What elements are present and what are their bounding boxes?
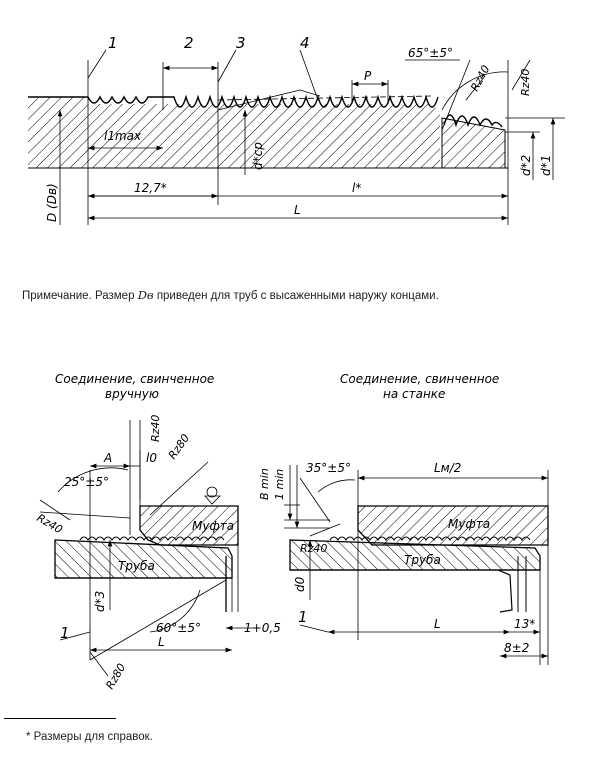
coupling-label-right: Муфта bbox=[448, 517, 490, 531]
left-connection-drawing: Соединение, свинченное вручную Rz4 bbox=[35, 372, 281, 692]
angle-60: 60°±5° bbox=[156, 621, 201, 635]
pipe-body bbox=[28, 97, 440, 168]
dim-L-right: L bbox=[434, 617, 441, 631]
note-symbol: Dв bbox=[137, 288, 154, 302]
leader-1-right: 1 bbox=[298, 608, 308, 626]
dim-12-7: 12,7* bbox=[134, 181, 167, 195]
B-min: B min bbox=[258, 468, 271, 500]
dim-13: 13* bbox=[514, 617, 535, 631]
angle-65: 65°±5° bbox=[408, 46, 453, 60]
left-title-2: вручную bbox=[105, 387, 159, 401]
footnote: * Размеры для справок. bbox=[26, 731, 153, 743]
rz40-right: Rz40 bbox=[300, 542, 327, 555]
roughness-label: Rz40 bbox=[468, 63, 492, 93]
dim-8: 8±2 bbox=[504, 641, 529, 655]
footnote-divider bbox=[4, 718, 116, 719]
d3-label: d*3 bbox=[93, 591, 107, 612]
pipe-body bbox=[54, 539, 233, 579]
d2-label: d*2 bbox=[519, 155, 533, 176]
dim-Lm2: Lм/2 bbox=[434, 461, 461, 475]
dim-l: l* bbox=[352, 181, 361, 195]
leader-4: 4 bbox=[300, 34, 310, 52]
roughness-label-2: Rz40 bbox=[519, 69, 532, 96]
leader-1-left: 1 bbox=[60, 624, 70, 642]
rz40-top: Rz40 bbox=[149, 415, 162, 442]
pipe-label: Труба bbox=[118, 559, 155, 573]
right-connection-drawing: Соединение, свинченное на станке 35°±5° … bbox=[258, 372, 549, 665]
tol-1-0-5: 1+0,5 bbox=[244, 621, 281, 635]
top-thread-drawing: 1 2 3 4 65°±5° Rz40 Rz40 P l1max d*cp d*… bbox=[28, 34, 565, 225]
d0-label: d0 bbox=[293, 576, 307, 592]
note-suffix: приведен для труб с высаженными наружу к… bbox=[156, 290, 439, 302]
dim-A: A bbox=[103, 451, 112, 465]
rz40-left: Rz40 bbox=[35, 511, 65, 536]
pipe-end bbox=[441, 117, 506, 169]
pitch-label: P bbox=[364, 69, 372, 83]
thread-profile bbox=[87, 94, 439, 108]
angle-25: 25°±5° bbox=[64, 475, 109, 489]
coupling-label: Муфта bbox=[192, 519, 234, 533]
leader-2: 2 bbox=[184, 34, 194, 52]
note-prefix: Примечание. Размер bbox=[22, 290, 135, 302]
one-min: 1 min bbox=[273, 469, 286, 500]
rz80-bottom: Rz80 bbox=[103, 661, 128, 691]
dim-L-left: L bbox=[158, 635, 165, 649]
d1-label: d*1 bbox=[539, 155, 553, 176]
angle-35: 35°±5° bbox=[306, 461, 351, 475]
leader-3: 3 bbox=[236, 34, 246, 52]
leader-1: 1 bbox=[108, 34, 118, 52]
drawing-note: Примечание. Размер Dв приведен для труб … bbox=[22, 288, 439, 302]
pipe-label-right: Труба bbox=[404, 553, 441, 567]
rz80-top: Rz80 bbox=[166, 432, 192, 462]
dim-l0: l0 bbox=[146, 451, 157, 465]
dim-L: L bbox=[294, 203, 301, 217]
dcp-label: d*cp bbox=[251, 142, 265, 170]
D-label: D (Dв) bbox=[45, 183, 59, 222]
l1max-label: l1max bbox=[104, 129, 142, 143]
right-title-2: на станке bbox=[383, 387, 445, 401]
right-title-1: Соединение, свинченное bbox=[340, 372, 499, 386]
left-title-1: Соединение, свинченное bbox=[55, 372, 214, 386]
